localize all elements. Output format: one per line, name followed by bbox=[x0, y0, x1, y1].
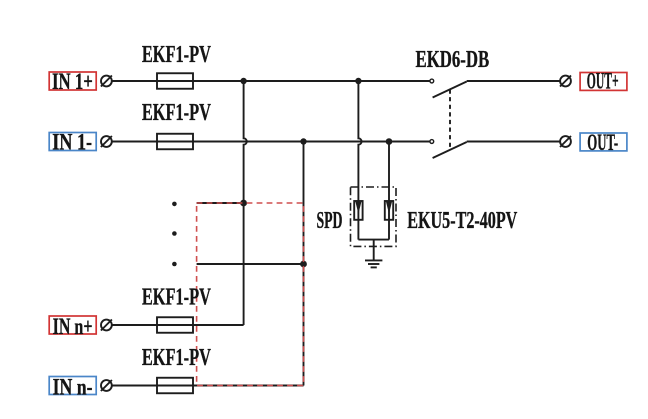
svg-text:EKF1-PV: EKF1-PV bbox=[142, 284, 211, 310]
svg-text:OUT+: OUT+ bbox=[587, 69, 619, 95]
svg-text:IN 1+: IN 1+ bbox=[52, 69, 93, 95]
svg-text:IN 1-: IN 1- bbox=[52, 130, 92, 156]
svg-text:EKD6-DB: EKD6-DB bbox=[416, 46, 490, 73]
svg-text:OUT-: OUT- bbox=[587, 130, 618, 156]
svg-text:SPD: SPD bbox=[317, 208, 343, 234]
svg-text:EKF1-PV: EKF1-PV bbox=[142, 42, 211, 68]
svg-text:EKU5-T2-40PV: EKU5-T2-40PV bbox=[407, 208, 517, 234]
svg-text:EKF1-PV: EKF1-PV bbox=[142, 345, 211, 371]
svg-text:IN n+: IN n+ bbox=[53, 314, 93, 340]
svg-text:IN n-: IN n- bbox=[53, 374, 93, 400]
svg-text:EKF1-PV: EKF1-PV bbox=[142, 100, 211, 126]
